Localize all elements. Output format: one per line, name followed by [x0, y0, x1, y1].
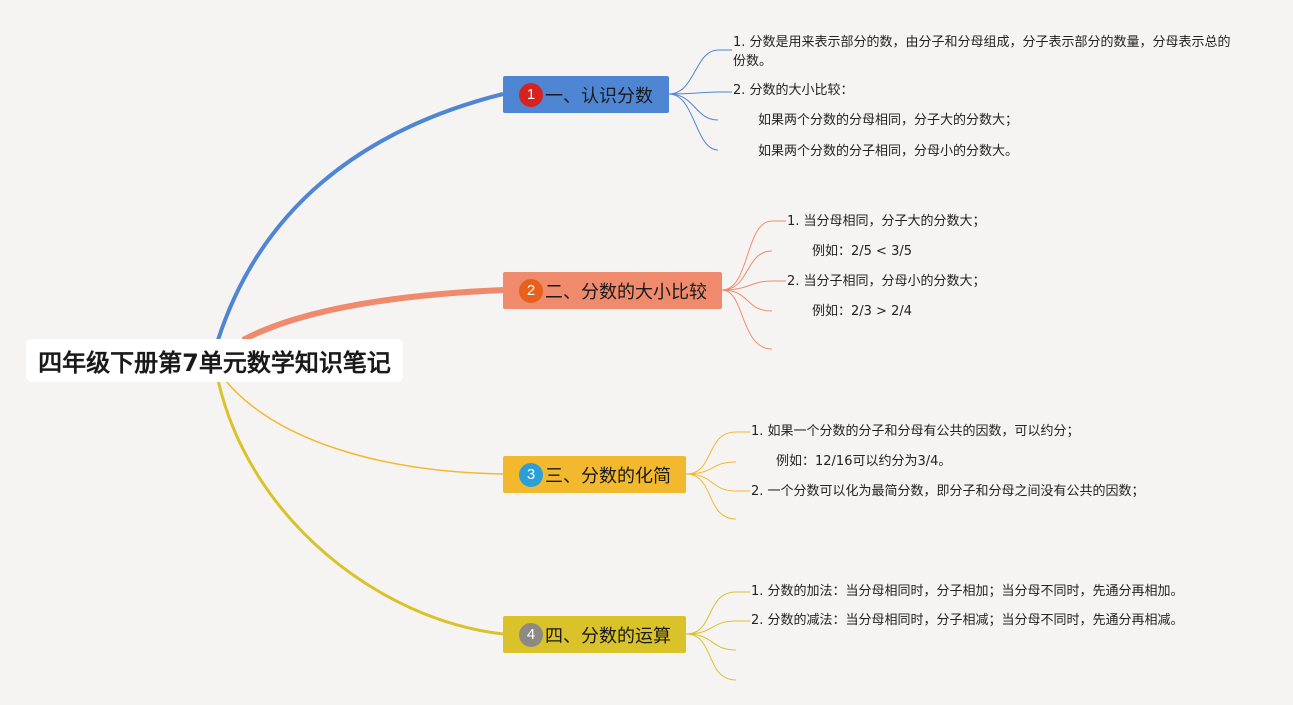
branch-topic-3[interactable]: 3 三、分数的化简 [503, 456, 686, 493]
branch-label-4: 四、分数的运算 [545, 625, 671, 647]
leaf-4-2[interactable]: 2. 分数的减法：当分母相同时，分子相减；当分母不同时，先通分再相减。 [751, 613, 1184, 628]
leaf-1-4[interactable]: 如果两个分数的分子相同，分母小的分数大。 [758, 144, 1019, 159]
number-badge-3: 3 [519, 462, 543, 487]
branch-topic-2[interactable]: 2 二、分数的大小比较 [503, 272, 722, 309]
leaf-2-1[interactable]: 1. 当分母相同，分子大的分数大； [787, 214, 986, 229]
leaf-3-2[interactable]: 例如：12/16可以约分为3/4。 [776, 454, 952, 469]
branch-topic-1[interactable]: 1 一、认识分数 [503, 76, 669, 113]
branch-2-leaf-lines [721, 220, 786, 350]
leaf-1-3[interactable]: 如果两个分数的分母相同，分子大的分数大； [758, 113, 1019, 128]
leaf-3-1[interactable]: 1. 如果一个分数的分子和分母有公共的因数，可以约分； [751, 424, 1080, 439]
leaf-1-2[interactable]: 2. 分数的大小比较： [733, 83, 854, 98]
branch-topic-4[interactable]: 4 四、分数的运算 [503, 616, 686, 653]
branch-label-3: 三、分数的化简 [545, 465, 671, 487]
leaf-2-3[interactable]: 2. 当分子相同，分母小的分数大； [787, 274, 986, 289]
leaf-1-1[interactable]: 1. 分数是用来表示部分的数，由分子和分母组成，分子表示部分的数量，分母表示总的… [733, 35, 1231, 69]
branch-4-leaf-lines [685, 591, 750, 681]
trunk-2 [241, 287, 504, 343]
branch-label-1: 一、认识分数 [545, 85, 653, 107]
trunk-3 [224, 379, 504, 475]
trunk-1 [216, 92, 504, 341]
leaf-3-3[interactable]: 2. 一个分数可以化为最简分数，即分子和分母之间没有公共的因数； [751, 484, 1145, 499]
number-badge-4: 4 [519, 622, 543, 647]
leaf-4-1[interactable]: 1. 分数的加法：当分母相同时，分子相加；当分母不同时，先通分再相加。 [751, 584, 1184, 599]
number-badge-2: 2 [519, 278, 543, 303]
trunk-4 [216, 379, 504, 636]
branch-label-2: 二、分数的大小比较 [545, 281, 707, 303]
leaf-2-4[interactable]: 例如：2/3 > 2/4 [812, 304, 913, 319]
root-title: 四年级下册第7单元数学知识笔记 [38, 349, 391, 377]
leaf-2-2[interactable]: 例如：2/5 < 3/5 [812, 244, 913, 259]
branch-1-leaf-lines [668, 49, 732, 151]
root-topic[interactable]: 四年级下册第7单元数学知识笔记 [26, 339, 403, 382]
number-badge-1: 1 [519, 82, 543, 107]
branch-3-leaf-lines [685, 431, 750, 520]
